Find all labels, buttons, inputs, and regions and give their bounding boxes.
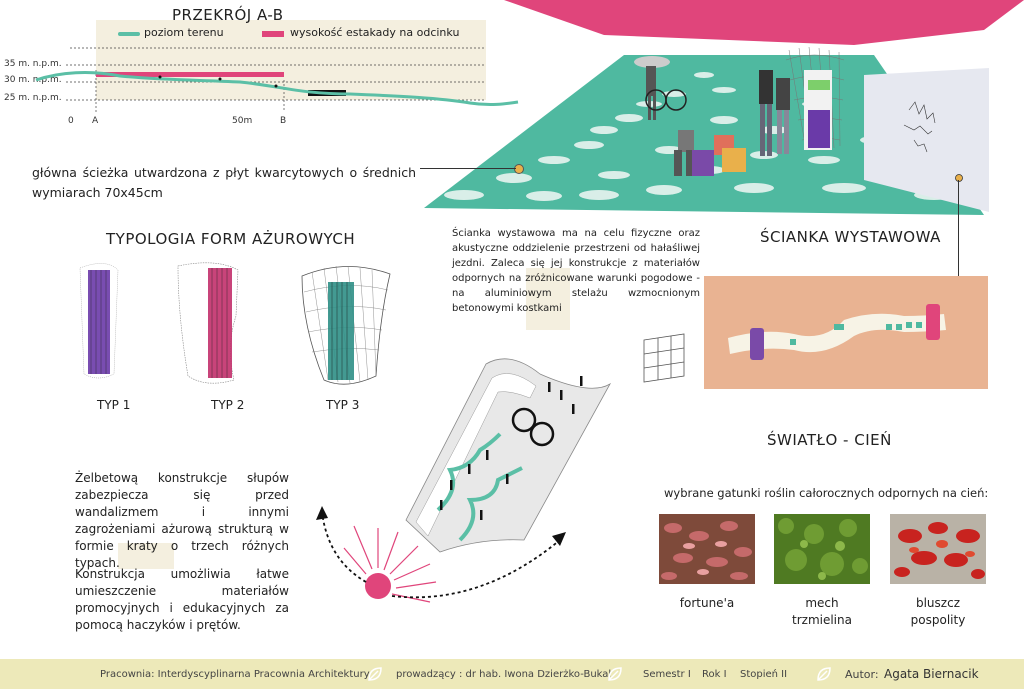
wall-title: ŚCIANKA WYSTAWOWA (760, 228, 941, 246)
footer-bar: Pracownia: Interdyscyplinarna Pracownia … (0, 659, 1024, 689)
plant-photo-fortunei (659, 514, 755, 584)
legend-overpass-swatch (262, 31, 284, 37)
path-note: główna ścieżka utwardzona z płyt kwarcyt… (32, 165, 416, 200)
level-label-35: 35 m. n.p.m. (4, 59, 62, 69)
sun-arc-left (321, 511, 367, 583)
footer-author-label: Autor: (845, 668, 879, 681)
marker-dot-wall (955, 174, 963, 182)
plant-photo-moss (774, 514, 870, 584)
type-2-label: TYP 2 (211, 398, 245, 412)
legend-terrain-label: poziom terenu (144, 26, 224, 39)
frame-sketch (643, 333, 685, 383)
legend-terrain-swatch (118, 32, 140, 36)
wall-plan-drawing (728, 304, 946, 360)
leaf-icon (608, 667, 622, 681)
sun-icon (343, 525, 437, 603)
perspective-scene (424, 0, 1024, 215)
plan-strip (405, 358, 612, 553)
plant-name-2-line1: mech (805, 596, 839, 610)
sun-arc-right (391, 539, 561, 599)
wall-text-highlight (526, 268, 570, 330)
typology-forms (79, 262, 391, 385)
profile-title: PRZEKRÓJ A-B (172, 6, 284, 24)
type-3-label: TYP 3 (326, 398, 360, 412)
form-type-3 (301, 265, 391, 385)
structure-text-2: Konstrukcja umożliwia łatwe umieszczenie… (75, 567, 289, 632)
legend-overpass-label: wysokość estakady na odcinku (290, 26, 460, 39)
type-1-label: TYP 1 (97, 398, 131, 412)
structure-text-highlight (118, 543, 174, 569)
plant-name-2-line2: trzmielina (792, 613, 852, 627)
level-label-30: 30 m. n.p.m. (4, 75, 62, 85)
level-label-25: 25 m. n.p.m. (4, 93, 62, 103)
leaf-icon (817, 667, 831, 681)
form-type-1 (79, 263, 119, 379)
plant-name-3-line2: pospolity (910, 613, 966, 627)
axis-label-0: 0 (68, 116, 74, 126)
footer-semester: Semestr I (643, 669, 691, 680)
wall-leader-line (958, 180, 959, 276)
plant-name-1-line1: fortune'a (679, 596, 735, 610)
plant-photo-ivy (890, 514, 986, 584)
axis-label-a: A (92, 116, 99, 126)
axis-label-b: B (280, 116, 287, 126)
overpass-bar (96, 72, 284, 77)
typology-title: TYPOLOGIA FORM AŻUROWYCH (106, 230, 356, 248)
canopy (504, 0, 1024, 45)
terrain-line (35, 71, 519, 107)
footer-studio: Pracownia: Interdyscyplinarna Pracownia … (100, 669, 370, 680)
section-profile: PRZEKRÓJ A-B poziom terenu wysokość esta… (0, 0, 520, 130)
leaf-icon (368, 667, 382, 681)
footer-year: Rok I (702, 669, 727, 680)
shadow-title: ŚWIATŁO - CIEŃ (767, 431, 892, 449)
teal-plaza (424, 55, 984, 215)
sun-shadow-diagram (316, 358, 612, 603)
wall-description: Ścianka wystawowa ma na celu fizyczne or… (452, 228, 700, 314)
path-leader-line (420, 168, 516, 169)
profile-graph (35, 47, 519, 112)
profile-background (96, 20, 486, 100)
footer-degree: Stopień II (740, 669, 788, 680)
plants-intro: wybrane gatunki roślin całorocznych odpo… (664, 486, 989, 500)
axis-label-50m: 50m (232, 116, 253, 126)
people (634, 56, 790, 176)
footer-tutor: prowadzący : dr hab. Iwona Dzierżko-Buka… (396, 669, 612, 680)
footer-author: Agata Biernacik (884, 667, 979, 681)
plant-name-3-line1: bluszcz (915, 596, 960, 610)
structure-text-1: Żelbetową konstrukcje słupów zabezpiecza… (75, 471, 289, 570)
path-marker-dot (514, 164, 524, 174)
form-type-2 (177, 262, 239, 384)
